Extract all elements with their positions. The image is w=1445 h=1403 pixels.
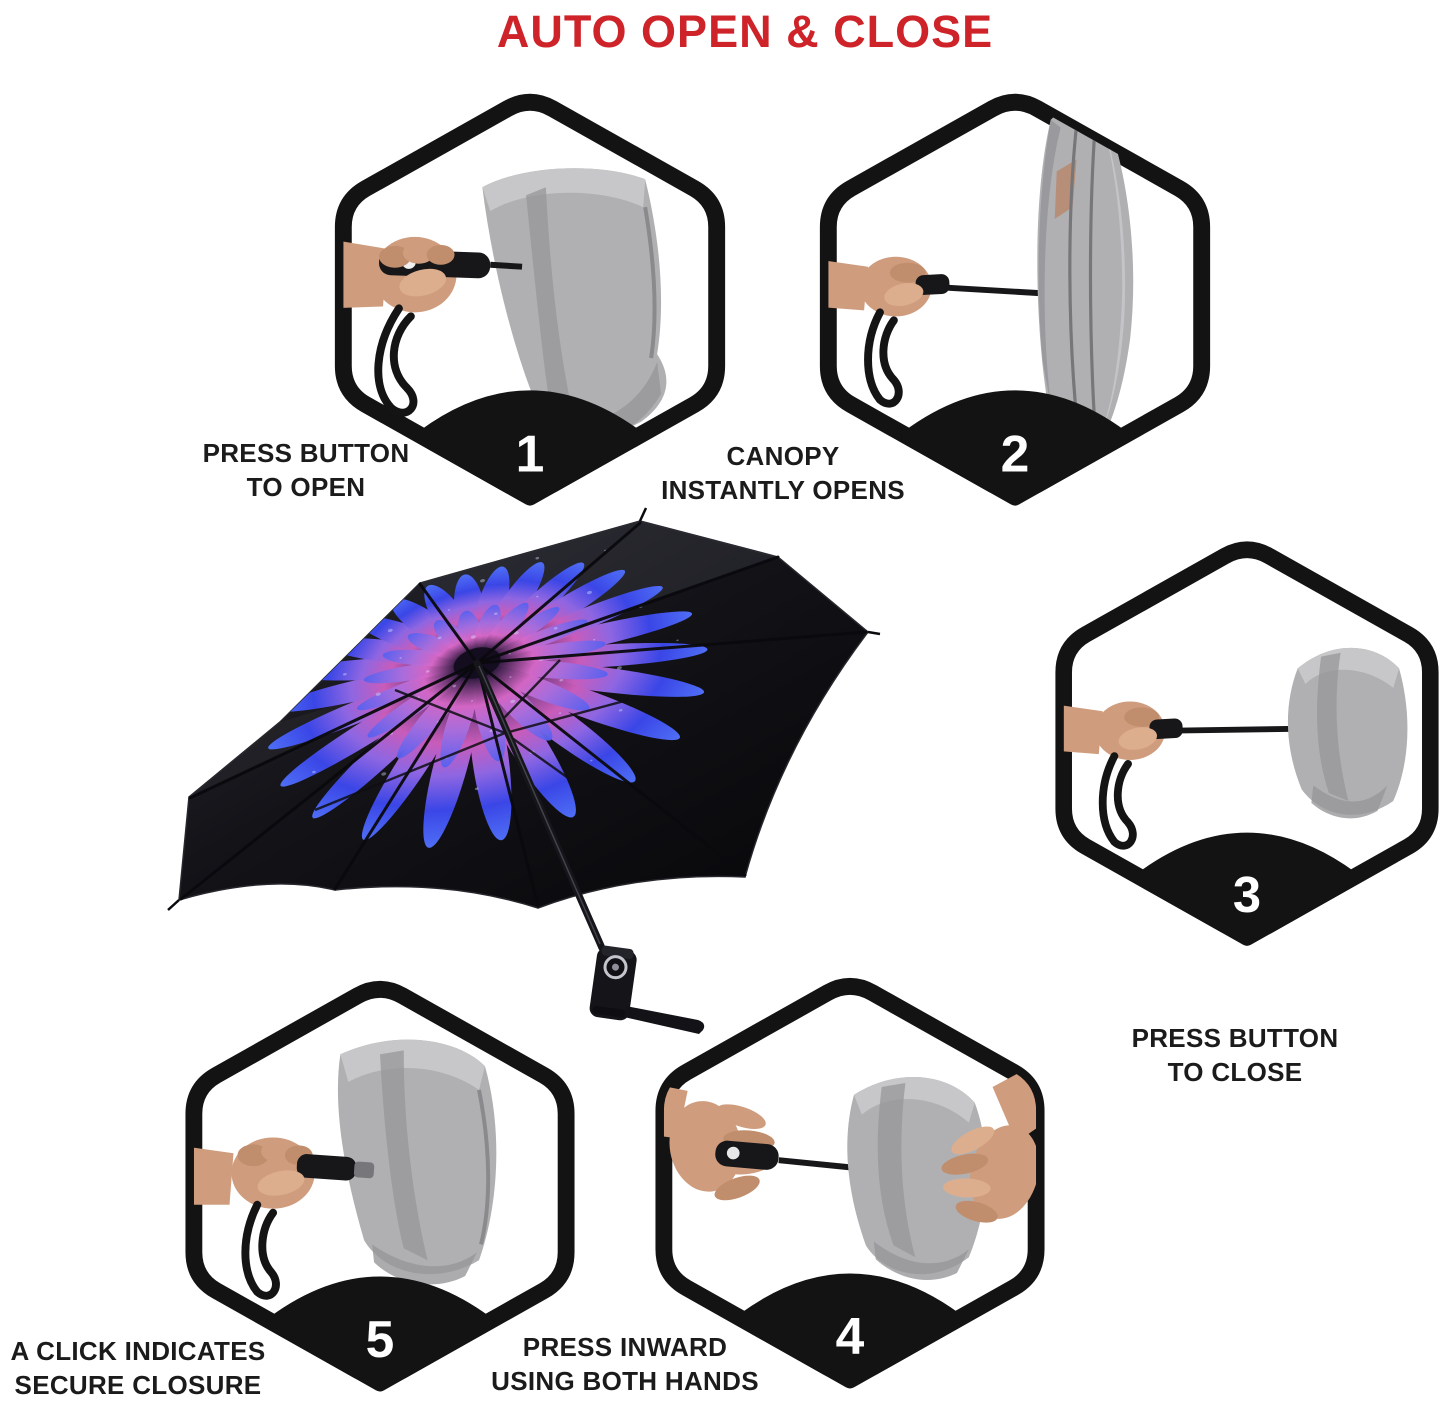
wrist-strap [374, 304, 418, 417]
step-number: 4 [836, 1307, 865, 1365]
umbrella-handle [715, 1140, 779, 1170]
close-button [726, 1146, 740, 1160]
photo-press-button-to-open [343, 168, 667, 437]
hand [343, 238, 388, 309]
photo-secure-closure [193, 1039, 497, 1300]
hand [1063, 703, 1103, 755]
step-number: 1 [516, 424, 545, 482]
step-card-3: 3 [1052, 528, 1442, 953]
handle-strap [624, 1006, 705, 1034]
folded-umbrella-canopy [482, 168, 667, 437]
step-label-1: PRESS BUTTON TO OPEN [202, 438, 410, 502]
umbrella-shaft [778, 1157, 859, 1172]
step-number: 5 [366, 1310, 395, 1368]
step-card-4: 4 [652, 966, 1048, 1394]
step-label-3: PRESS BUTTON TO CLOSE [1131, 1023, 1339, 1087]
wrist-strap [1098, 752, 1137, 850]
step-label-2: CANOPY INSTANTLY OPENS [661, 441, 905, 505]
umbrella-shaft [1165, 725, 1298, 734]
hand [828, 258, 869, 311]
umbrella-handle [296, 1154, 375, 1181]
step-label-4: PRESS INWARD USING BOTH HANDS [491, 1332, 759, 1396]
collapsed-canopy [1287, 647, 1408, 815]
step-number-badge [1135, 832, 1359, 946]
photo-press-button-to-close [1063, 647, 1408, 850]
wrist-strap [864, 308, 903, 408]
handle-tip [353, 1161, 375, 1179]
step-number: 2 [1001, 424, 1030, 482]
rib-stretchers [314, 659, 629, 812]
step-number-badge [736, 1273, 964, 1389]
center-umbrella-image [167, 507, 881, 1034]
rib-tip [867, 630, 881, 636]
step-number-badge [901, 390, 1129, 506]
umbrella-handle [589, 945, 637, 1021]
photo-press-inward-both-hands [663, 1055, 1037, 1281]
right-hand [992, 1055, 1037, 1143]
page-title: AUTO OPEN & CLOSE [496, 6, 994, 57]
wrist-strap [241, 1200, 280, 1300]
step-label-5: A CLICK INDICATES SECURE CLOSURE [10, 1336, 266, 1400]
step-card-5: 5 [182, 968, 578, 1398]
umbrella-handle [915, 274, 950, 295]
rib-tip [167, 899, 180, 911]
step-number-badge [416, 390, 644, 506]
top-ferrule [638, 507, 648, 522]
folded-umbrella-canopy [337, 1039, 497, 1275]
step-card-1: 1 [330, 84, 730, 509]
step-number-badge [266, 1276, 494, 1392]
step-card-2: 2 [815, 84, 1215, 509]
hand [193, 1145, 234, 1205]
umbrella-handle [1149, 718, 1183, 739]
step-number: 3 [1233, 866, 1261, 923]
